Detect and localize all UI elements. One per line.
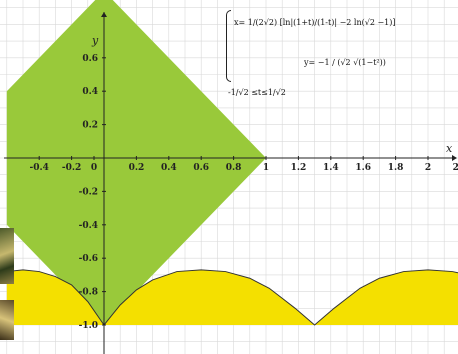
x-tick-label: 1.2	[291, 163, 307, 173]
y-axis-arrow	[101, 12, 107, 17]
series-region-0	[6, 0, 266, 325]
x-tick-label: 2.4	[453, 163, 458, 173]
y-tick-label: -0.4	[79, 221, 98, 231]
x-tick-label: 1.4	[323, 163, 339, 173]
parametric-formula: x= 1/(2√2) [ln|(1+t)/(1-t)| −2 ln(√2 −1)…	[226, 6, 452, 86]
x-tick-label: 2	[425, 163, 431, 173]
series-layer	[6, 0, 458, 326]
x-tick-label: 0	[91, 163, 97, 173]
tick-labels: x y -0.4 -0.2 0 0.2 0.4 0.6 0.8 1 1.2 1.4 1.6 1.8 2 2.4…	[29, 34, 458, 331]
x-tick-label: 1.8	[388, 163, 404, 173]
series-region-2	[6, 269, 104, 325]
photo-fragment-top	[0, 228, 14, 284]
y-tick-label: -1.0	[79, 321, 98, 331]
x-tick-label: 0.6	[193, 163, 209, 173]
x-tick-label: 0.8	[226, 163, 242, 173]
y-tick-label: 0.4	[82, 87, 98, 97]
axes	[4, 12, 457, 354]
series-curve-1	[103, 269, 458, 326]
y-tick-label: 0.6	[82, 54, 98, 64]
y-tick-label: -0.2	[79, 187, 98, 197]
system-brace	[226, 10, 231, 82]
x-axis-name: x	[446, 142, 453, 155]
x-tick-label: 0.2	[129, 163, 145, 173]
formula-y-line: y= −1 / (√2 √(1−t²))	[304, 58, 386, 67]
x-tick-label: 1.6	[355, 163, 371, 173]
parameter-range: -1/√2 ≤t≤1/√2	[228, 88, 286, 97]
x-tick-label: 1	[263, 163, 269, 173]
x-tick-label: -0.2	[62, 163, 81, 173]
y-axis-name: y	[91, 34, 99, 47]
series-curve-2	[6, 269, 105, 326]
y-tick-label: -0.8	[79, 288, 98, 298]
photo-fragment-bottom	[0, 300, 14, 340]
formula-x-line: x= 1/(2√2) [ln|(1+t)/(1-t)| −2 ln(√2 −1)…	[234, 18, 396, 27]
x-tick-label: -0.4	[29, 163, 48, 173]
y-tick-label: 0.2	[82, 121, 98, 131]
y-tick-label: -0.6	[79, 254, 98, 264]
x-tick-label: 0.4	[161, 163, 177, 173]
x-axis-arrow	[452, 155, 457, 161]
